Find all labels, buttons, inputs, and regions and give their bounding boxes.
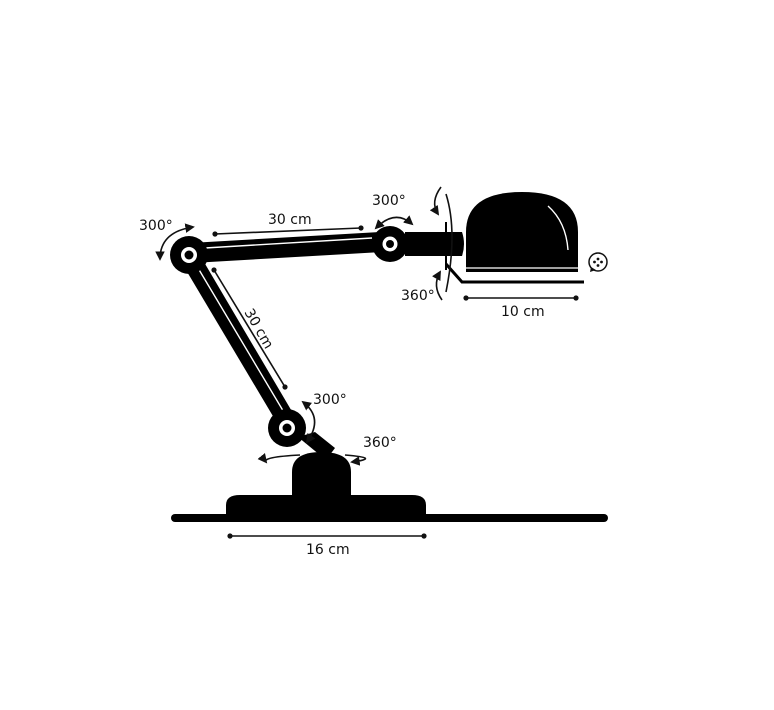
lamp-shade [466,192,578,272]
label-elbow-rotation: 300° [313,392,347,408]
rotate-arrow-base-spin-right-icon [344,454,367,466]
rotate-arrow-shoulder-icon [155,223,195,261]
shade-spin-loop [445,193,453,293]
lamp-lower-arm-highlight [197,267,286,415]
rotate-arrow-elbow-icon [301,400,316,444]
lamp-lower-arm [183,257,297,428]
rotate-arrow-shade-spin-bottom-icon [432,270,443,301]
dim-upper-arm [212,225,364,237]
lamp-shade-highlight [547,205,569,251]
label-upper-arm-length: 30 cm [268,212,312,228]
lamp-base [226,495,426,520]
rotate-arrow-shade-joint-icon [374,215,414,230]
label-shade-spin-rotation: 360° [401,288,435,304]
label-shoulder-rotation: 300° [139,218,173,234]
rotate-arrow-base-spin-left-icon [257,453,301,464]
shade-bracket [444,263,584,284]
joint-shade-pin [386,240,394,248]
lightbulb-icon [588,252,608,272]
dim-base [227,533,427,539]
label-shade-width: 10 cm [501,304,545,320]
dim-lower-arm [211,267,288,390]
shade-connector [405,232,464,256]
dim-shade [463,295,579,301]
joint-shoulder-pin [184,250,194,260]
rotate-arrow-shade-spin-top-icon [429,186,442,216]
lamp-upper-arm-highlight [204,237,373,249]
label-base-width: 16 cm [306,542,350,558]
label-shade-joint-rotation: 300° [372,193,406,209]
lamp-base-neck [292,452,351,497]
joint-elbow-pin [282,423,292,433]
label-base-spin-rotation: 360° [363,435,397,451]
